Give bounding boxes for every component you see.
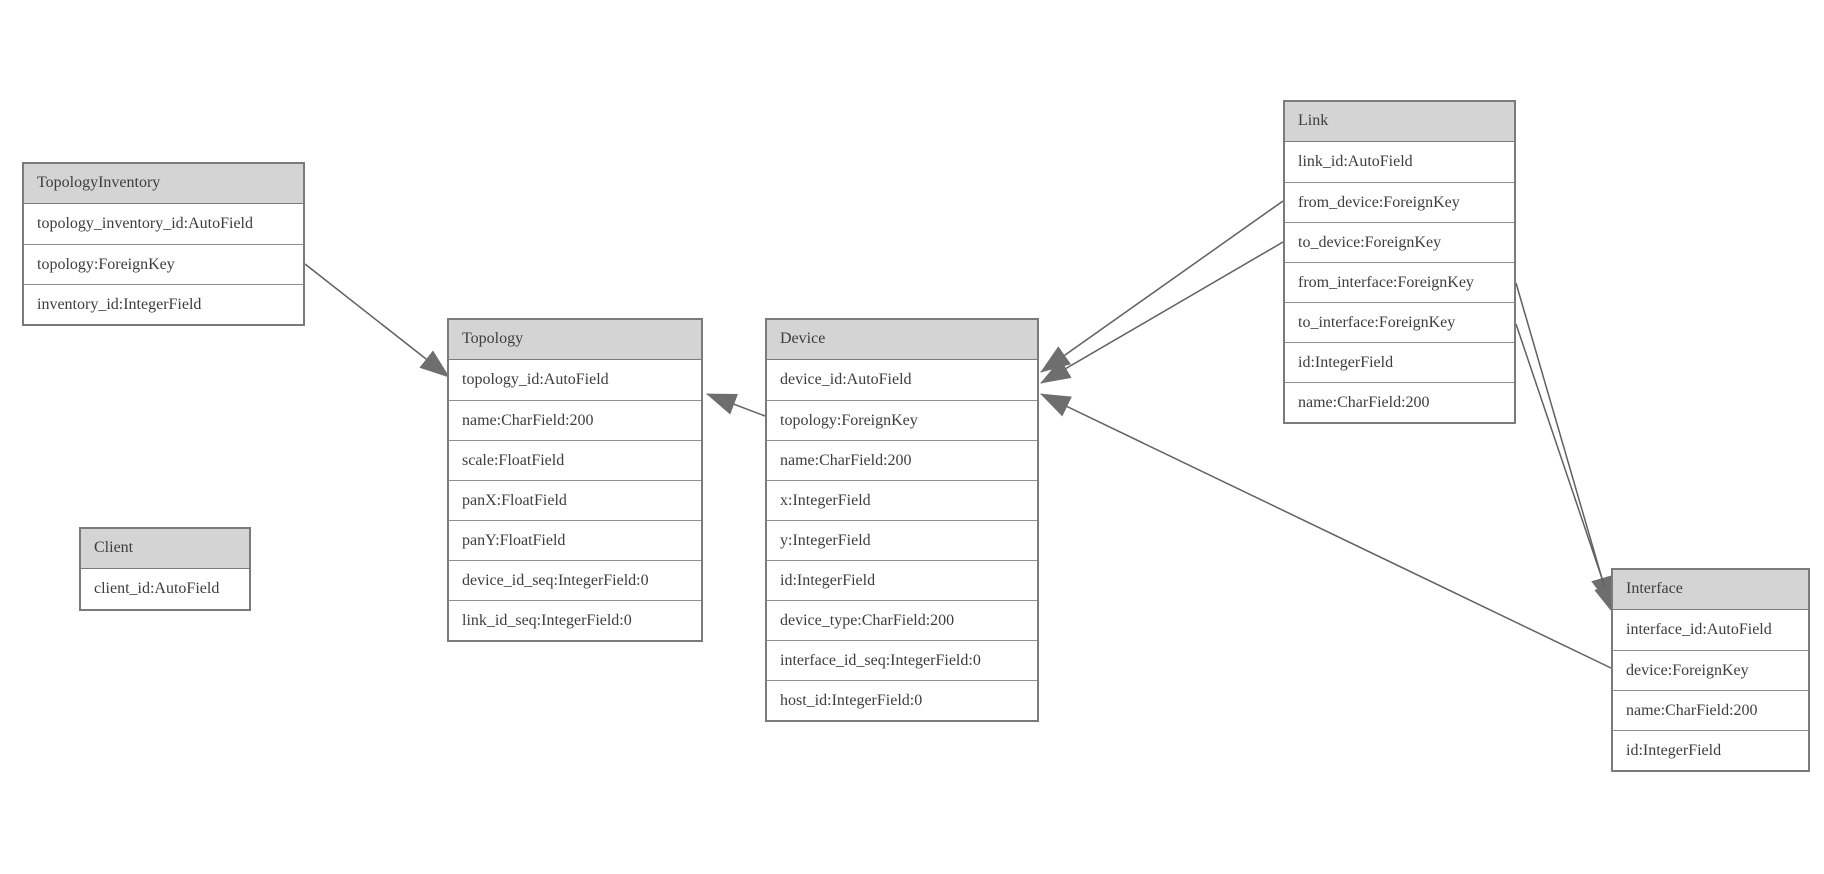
entity-field-row: name:CharField:200 — [767, 440, 1037, 480]
entity-field-row: x:IntegerField — [767, 480, 1037, 520]
entity-field-row: from_interface:ForeignKey — [1285, 262, 1514, 302]
entity-field-row: inventory_id:IntegerField — [24, 284, 303, 324]
entity-field-row: client_id:AutoField — [81, 569, 249, 609]
entity-field-row: interface_id:AutoField — [1613, 610, 1808, 650]
entity-field-row: device_type:CharField:200 — [767, 600, 1037, 640]
entity-field-row: link_id:AutoField — [1285, 142, 1514, 182]
relation-lines — [304, 200, 1616, 669]
entity-field-row: to_interface:ForeignKey — [1285, 302, 1514, 342]
entity-title: Link — [1285, 102, 1514, 142]
relation-interface-device-to-device — [1040, 393, 1612, 669]
entity-field-row: id:IntegerField — [767, 560, 1037, 600]
entity-field-row: topology:ForeignKey — [24, 244, 303, 284]
entity-field-row: panY:FloatField — [449, 520, 701, 560]
relation-topologyinventory-topology-to-topology — [304, 263, 450, 378]
relation-device-topology-to-topology — [706, 393, 766, 417]
entity-field-row: name:CharField:200 — [449, 400, 701, 440]
entity-field-row: y:IntegerField — [767, 520, 1037, 560]
entity-field-row: to_device:ForeignKey — [1285, 222, 1514, 262]
entity-field-row: id:IntegerField — [1285, 342, 1514, 382]
entity-field-row: host_id:IntegerField:0 — [767, 680, 1037, 720]
entity-field-row: device:ForeignKey — [1613, 650, 1808, 690]
entity-field-row: interface_id_seq:IntegerField:0 — [767, 640, 1037, 680]
relation-link-from_interface-to-interface — [1515, 282, 1613, 607]
entity-field-row: id:IntegerField — [1613, 730, 1808, 770]
entity-field-row: name:CharField:200 — [1613, 690, 1808, 730]
entity-field-row: name:CharField:200 — [1285, 382, 1514, 422]
entity-field-row: from_device:ForeignKey — [1285, 182, 1514, 222]
entity-field-row: link_id_seq:IntegerField:0 — [449, 600, 701, 640]
entity-title: TopologyInventory — [24, 164, 303, 204]
entity-title: Device — [767, 320, 1037, 360]
relation-link-from_device-to-device — [1040, 200, 1284, 373]
relation-link-to_device-to-device — [1040, 241, 1284, 384]
entity-field-row: device_id:AutoField — [767, 360, 1037, 400]
entity-title: Interface — [1613, 570, 1808, 610]
entity-title: Client — [81, 529, 249, 569]
entity-field-row: panX:FloatField — [449, 480, 701, 520]
entity-field-row: topology_inventory_id:AutoField — [24, 204, 303, 244]
entity-field-row: device_id_seq:IntegerField:0 — [449, 560, 701, 600]
entity-field-row: scale:FloatField — [449, 440, 701, 480]
relation-link-to_interface-to-interface — [1515, 323, 1616, 615]
entity-title: Topology — [449, 320, 701, 360]
entity-field-row: topology:ForeignKey — [767, 400, 1037, 440]
entity-field-row: topology_id:AutoField — [449, 360, 701, 400]
